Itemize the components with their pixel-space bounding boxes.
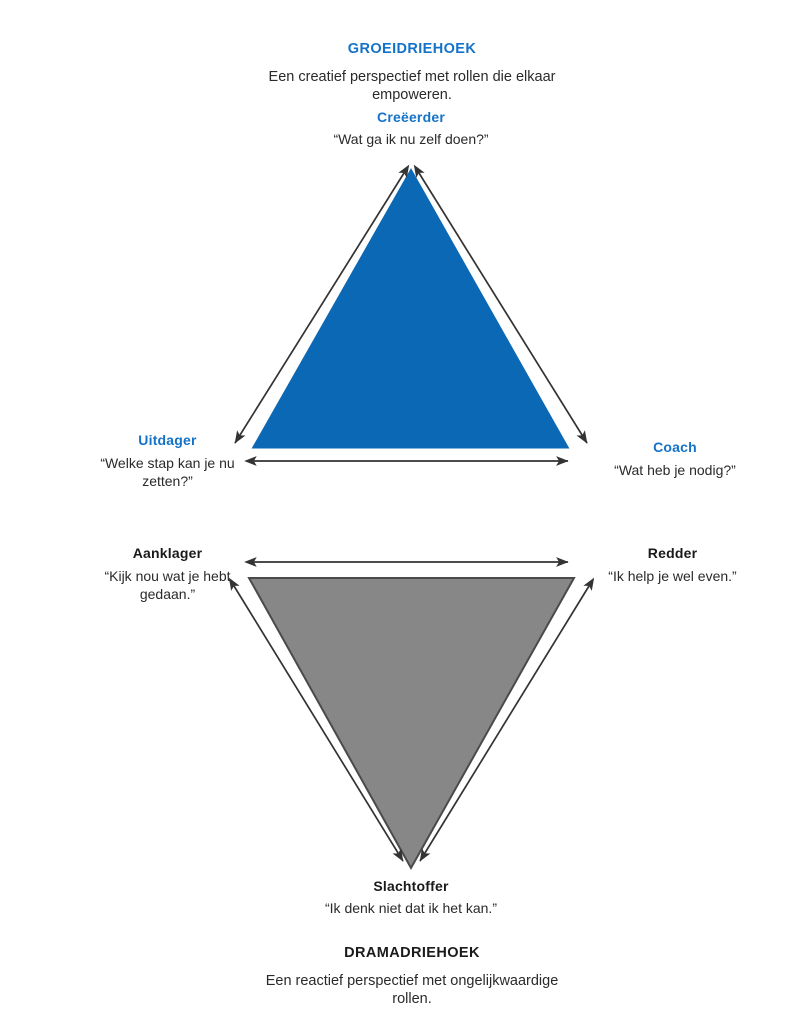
role-title-coach: Coach (653, 439, 697, 455)
arrow-rescuer-victim (419, 577, 595, 862)
growth-triangle-shape (246, 161, 575, 452)
role-quote-creator: “Wat ga ik nu zelf doen?” (333, 131, 489, 148)
growth-triangle-subtitle: Een creatief perspectief met rollen die … (268, 68, 556, 104)
arrow-challenger-creator (234, 164, 410, 444)
role-quote-challenger: “Welke stap kan je nu zetten?” (100, 455, 235, 490)
drama-triangle-title: DRAMADRIEHOEK (344, 945, 480, 961)
role-label-accuser: Aanklager “Kijk nou wat je hebt gedaan.” (75, 545, 260, 603)
growth-triangle-header: GROEIDRIEHOEK Een creatief perspectief m… (252, 41, 572, 105)
role-label-coach: Coach “Wat heb je nodig?” (575, 439, 775, 479)
drama-triangle-header: DRAMADRIEHOEK Een reactief perspectief m… (252, 945, 572, 1009)
role-title-accuser: Aanklager (132, 545, 203, 561)
role-quote-victim: “Ik denk niet dat ik het kan.” (325, 900, 497, 917)
role-quote-rescuer: “Ik help je wel even.” (608, 568, 737, 585)
role-label-creator: Creëerder “Wat ga ik nu zelf doen?” (311, 109, 511, 148)
drama-triangle-subtitle: Een reactief perspectief met ongelijkwaa… (265, 972, 559, 1008)
role-label-victim: Slachtoffer “Ik denk niet dat ik het kan… (311, 878, 511, 917)
role-title-creator: Creëerder (377, 109, 445, 125)
growth-triangle-title: GROEIDRIEHOEK (347, 41, 477, 57)
role-quote-accuser: “Kijk nou wat je hebt gedaan.” (104, 568, 231, 603)
arrow-accuser-victim (228, 577, 404, 862)
role-title-challenger: Uitdager (138, 432, 197, 448)
role-title-rescuer: Redder (647, 545, 698, 561)
downward-triangle-fill (247, 577, 576, 871)
arrow-coach-creator (413, 164, 588, 444)
role-quote-coach: “Wat heb je nodig?” (614, 462, 736, 479)
role-label-challenger: Uitdager “Welke stap kan je nu zetten?” (75, 432, 260, 490)
drama-triangle-shape (247, 577, 576, 871)
role-label-rescuer: Redder “Ik help je wel even.” (580, 545, 765, 585)
upward-triangle-fill (246, 161, 575, 452)
role-title-victim: Slachtoffer (373, 878, 449, 894)
